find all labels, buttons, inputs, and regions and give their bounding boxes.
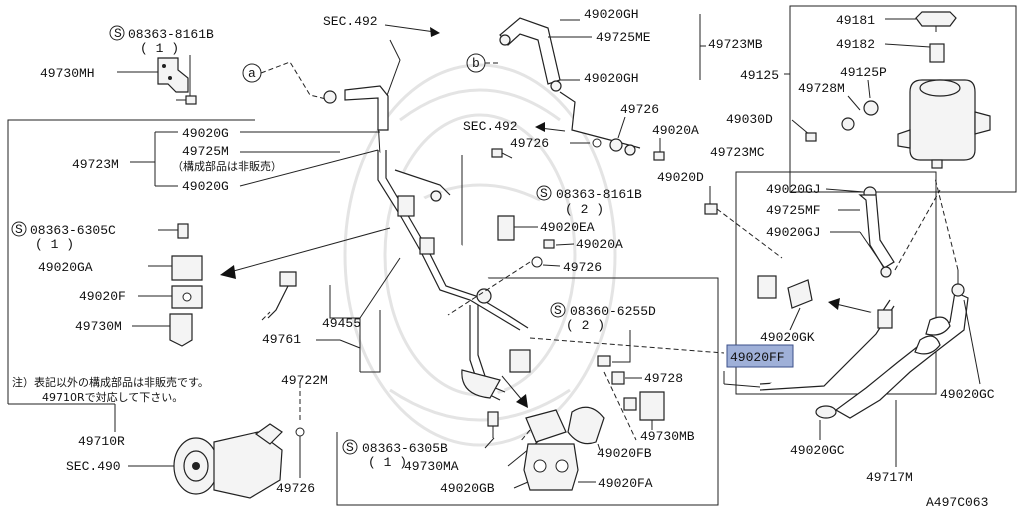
clamp-49020gb <box>523 443 579 491</box>
label-49730mb: 49730MB <box>640 429 695 444</box>
label-49020f: 49020F <box>79 289 126 304</box>
pipe-upper <box>323 85 389 131</box>
grommet-49020gk <box>757 275 813 309</box>
label-49020a-a: 49020A <box>652 123 699 138</box>
label-49726-b: 49726 <box>620 102 659 117</box>
clamp-49730ma <box>525 409 567 443</box>
svg-text:S: S <box>15 222 23 237</box>
label-49455: 49455 <box>322 316 361 331</box>
bolt-49490 <box>491 148 513 159</box>
label-sec492-mid: SEC.492 <box>463 119 518 134</box>
label-49020d: 49020D <box>657 170 704 185</box>
label-49728: 49728 <box>644 371 683 386</box>
label-49723m: 49723M <box>72 157 119 172</box>
label-sec492-top: SEC.492 <box>323 14 378 29</box>
label-49125: 49125 <box>740 68 779 83</box>
label-49725me: 49725ME <box>596 30 651 45</box>
label-49020ff: 49020FF <box>730 350 785 365</box>
sensor-49761 <box>267 271 297 319</box>
label-49710r: 49710R <box>78 434 125 449</box>
label-49761: 49761 <box>262 332 301 347</box>
svg-text:S: S <box>554 303 562 318</box>
clamp-49020fb <box>567 406 605 445</box>
reference-code: A497C063 <box>926 495 988 510</box>
label-screw-mid: 08363-8161B <box>556 187 642 202</box>
pump-assembly-49710r <box>173 423 283 499</box>
label-49730ma: 49730MA <box>404 459 459 474</box>
label-49020fa: 49020FA <box>598 476 653 491</box>
pipe-assembly-49722m <box>377 150 531 401</box>
label-49020gj-a: 49020GJ <box>766 182 821 197</box>
label-49725m: 49725M <box>182 144 229 159</box>
label-49717m: 49717M <box>866 470 913 485</box>
label-49020gc-a: 49020GC <box>940 387 995 402</box>
label-nonsale-note: （構成部品は非販売） <box>172 159 282 173</box>
label-screw-mid-qty: ( 2 ) <box>565 202 604 217</box>
label-49020gk: 49020GK <box>760 330 815 345</box>
bracket-49730mh <box>157 57 189 93</box>
note-line-2: 49710Rで対応して下さい。 <box>42 390 183 404</box>
label-49020gj-b: 49020GJ <box>766 225 821 240</box>
label-49020gh-a: 49020GH <box>584 7 639 22</box>
hose-49725me <box>499 17 562 92</box>
cap-49181 <box>915 11 957 32</box>
label-49020g-a: 49020G <box>182 126 229 141</box>
note-line-1: 注）表記以外の構成部品は非販売です。 <box>12 375 209 389</box>
label-49020gb: 49020GB <box>440 481 495 496</box>
label-screw-right: 08360-6255D <box>570 304 656 319</box>
washer-49726-d <box>295 427 305 437</box>
label-49726-a: 49726 <box>510 136 549 151</box>
label-49020ea: 49020EA <box>540 220 595 235</box>
label-screw-left: 08363-6305C <box>30 223 116 238</box>
label-49728m: 49728M <box>798 81 845 96</box>
label-49730m: 49730M <box>75 319 122 334</box>
label-49030d: 49030D <box>726 112 773 127</box>
label-screw-top: 08363-8161B <box>128 27 214 42</box>
callout-a: a <box>242 61 331 101</box>
label-49181: 49181 <box>836 13 875 28</box>
label-49020fb: 49020FB <box>597 446 652 461</box>
bolt-top-left <box>176 95 197 105</box>
label-screw-left-qty: ( 1 ) <box>35 237 74 252</box>
svg-text:S: S <box>114 26 122 41</box>
label-49722m: 49722M <box>281 373 328 388</box>
label-49723mb: 49723MB <box>708 37 763 52</box>
highlight-49020ff <box>726 344 794 368</box>
label-screw-bottom-qty: ( 1 ) <box>368 455 407 470</box>
label-49726-c: 49726 <box>563 260 602 275</box>
label-49020gc-b: 49020GC <box>790 443 845 458</box>
label-49020g-b: 49020G <box>182 179 229 194</box>
label-screw-right-qty: ( 2 ) <box>566 318 605 333</box>
svg-text:S: S <box>540 186 548 201</box>
pipe-49723mb <box>559 91 641 156</box>
callout-b: b <box>466 53 500 73</box>
label-49725mf: 49725MF <box>766 203 821 218</box>
label-sec490: SEC.490 <box>66 459 121 474</box>
label-screw-bottom: 08363-6305B <box>362 441 448 456</box>
svg-text:b: b <box>472 56 480 71</box>
label-screw-top-qty: ( 1 ) <box>140 41 179 56</box>
label-49020a-b: 49020A <box>576 237 623 252</box>
hose-49717m <box>815 283 969 419</box>
svg-text:a: a <box>248 66 256 81</box>
label-49125p: 49125P <box>840 65 887 80</box>
label-49723mc: 49723MC <box>710 145 765 160</box>
label-49020gh-b: 49020GH <box>584 71 639 86</box>
label-49182: 49182 <box>836 37 875 52</box>
reservoir-49125 <box>897 79 991 169</box>
label-49020ga: 49020GA <box>38 260 93 275</box>
label-49726-d: 49726 <box>276 481 315 496</box>
label-49730mh: 49730MH <box>40 66 95 81</box>
svg-text:S: S <box>346 440 354 455</box>
